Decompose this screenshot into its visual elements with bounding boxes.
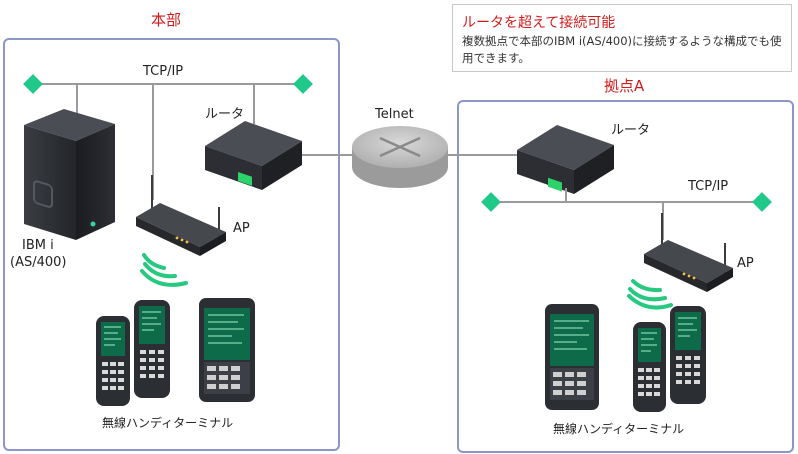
info-title: ルータを超えて接続可能 — [462, 15, 616, 31]
ibm-i-server — [24, 109, 115, 240]
hq-router — [205, 121, 302, 190]
wan-router-cloud — [352, 126, 448, 188]
branch-site-title: 拠点A — [604, 77, 645, 95]
hq-network-label: TCP/IP — [143, 64, 184, 79]
hq-access-point — [136, 175, 226, 256]
branch-handheld-terminal-2 — [670, 306, 706, 404]
info-box: ルータを超えて接続可能 複数拠点で本部のIBM i(AS/400)に接続するよう… — [452, 4, 792, 72]
hq-wifi-signal — [140, 253, 188, 287]
hq-server-label-line1: IBM i — [22, 238, 54, 253]
hq-terminals-label: 無線ハンディターミナル — [102, 416, 234, 430]
branch-terminals-label: 無線ハンディターミナル — [553, 422, 685, 436]
branch-router — [517, 125, 614, 194]
hq-bus-node-right — [293, 74, 313, 94]
hq-ap-label: AP — [233, 221, 250, 236]
branch-ap-label: AP — [737, 256, 754, 271]
branch-bus-node-left — [481, 192, 501, 212]
branch-network-bus — [481, 188, 772, 240]
branch-handheld-terminal-1 — [633, 322, 666, 412]
info-body: 複数拠点で本部のIBM i(AS/400)に接続するような構成でも使用できます。 — [462, 34, 782, 65]
hq-handheld-terminal-1 — [96, 316, 130, 406]
branch-bus-node-right — [752, 192, 772, 212]
branch-router-label: ルータ — [611, 123, 651, 138]
hq-smartphone-terminal — [199, 298, 255, 402]
branch-wifi-signal — [627, 279, 673, 310]
wan-telnet-label: Telnet — [375, 107, 414, 122]
branch-access-point — [644, 213, 733, 292]
hq-site-box — [3, 38, 340, 451]
hq-bus-node-left — [23, 74, 43, 94]
branch-smartphone-terminal — [545, 304, 599, 410]
branch-network-label: TCP/IP — [688, 179, 729, 194]
branch-site-box — [457, 100, 794, 453]
hq-router-label: ルータ — [205, 107, 245, 122]
hq-server-label-line2: (AS/400) — [10, 255, 67, 270]
hq-site-title: 本部 — [151, 11, 182, 29]
hq-handheld-terminal-2 — [134, 300, 170, 398]
